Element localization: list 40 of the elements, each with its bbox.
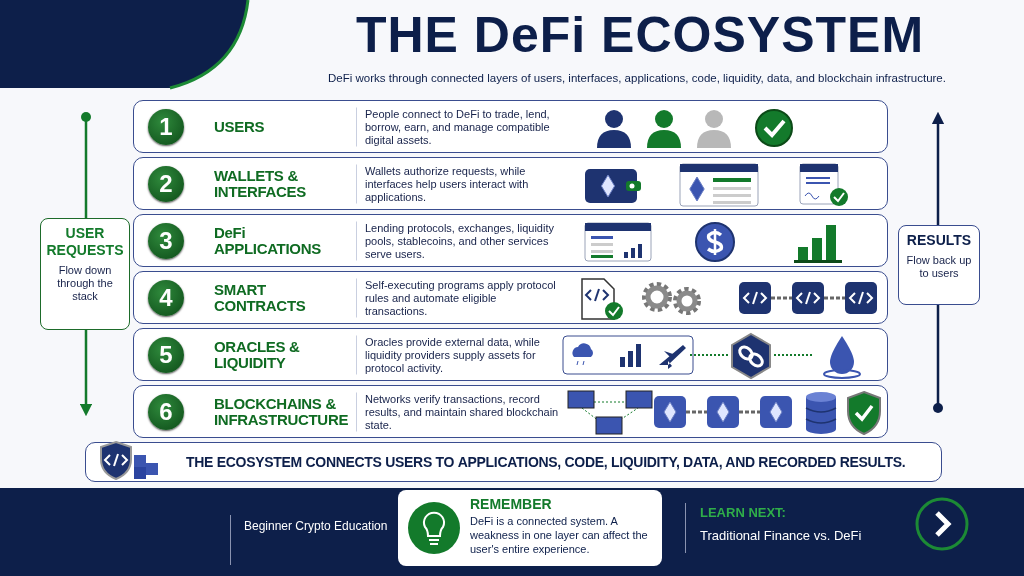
tagline: Beginner Crypto Education xyxy=(244,519,388,533)
flow-note: Flow back up to users xyxy=(905,254,973,280)
flow-note: Flow down through the stack xyxy=(56,264,114,303)
layer-description: People connect to DeFi to trade, lend, borrow, earn, and manage compatible digital assets. xyxy=(356,107,560,146)
layer-card xyxy=(133,328,888,381)
layer-title: USERS xyxy=(214,118,266,135)
summary-text: THE ECOSYSTEM CONNECTS USERS TO APPLICATIONS, CODE, LIQUIDITY, DATA, AND RECORDED RESULTS. xyxy=(186,454,906,470)
flow-note-box xyxy=(40,218,130,330)
layer-title: WALLETS & INTERFACES xyxy=(214,167,307,200)
next-topic: Traditional Finance vs. DeFi xyxy=(700,528,862,543)
layer-card xyxy=(133,214,888,267)
reminder-text: DeFi is a connected system. A weakness in one layer can affect the user's entire experience. xyxy=(470,514,649,556)
learn-next-heading: LEARN NEXT: xyxy=(700,505,786,520)
layer-description: Oracles provide external data, while liquidity providers supply assets for protocol activity. xyxy=(356,335,560,374)
step-number: 3 xyxy=(148,223,184,259)
layer-description: Lending protocols, exchanges, liquidity pools, stablecoins, and other services serve users. xyxy=(356,221,560,260)
reminder-heading: REMEMBER xyxy=(470,496,552,512)
layer-title: ORACLES & LIQUIDITY xyxy=(214,338,301,371)
layer-description: Wallets authorize requests, while interfaces help users interact with applications. xyxy=(356,164,560,203)
summary-banner xyxy=(85,442,942,482)
step-number: 1 xyxy=(148,109,184,145)
flow-note-box xyxy=(898,225,980,305)
layer-title: DeFi APPLICATIONS xyxy=(214,224,322,257)
step-number: 2 xyxy=(148,166,184,202)
subtitle: DeFi works through connected layers of users, interfaces, applications, code, liquidity, data, and blockchain infrastructure. xyxy=(327,72,947,84)
flow-heading: USER REQUESTS xyxy=(45,225,125,259)
layer-description: Networks verify transactions, record results, and maintain shared blockchain state. xyxy=(356,392,560,431)
layer-card xyxy=(133,271,888,324)
reminder-card xyxy=(398,490,662,566)
step-number: 5 xyxy=(148,337,184,373)
layer-title: BLOCKCHAINS & INFRASTRUCTURE xyxy=(214,395,349,428)
layer-title: SMART CONTRACTS xyxy=(214,281,307,314)
layer-card xyxy=(133,385,888,438)
step-number: 4 xyxy=(148,280,184,316)
layer-card xyxy=(133,100,888,153)
layer-description: Self-executing programs apply protocol rules and automate eligible transactions. xyxy=(356,278,560,317)
layer-card xyxy=(133,157,888,210)
flow-heading: RESULTS xyxy=(905,232,973,249)
page-title: THE DeFi ECOSYSTEM xyxy=(354,6,926,64)
step-number: 6 xyxy=(148,394,184,430)
